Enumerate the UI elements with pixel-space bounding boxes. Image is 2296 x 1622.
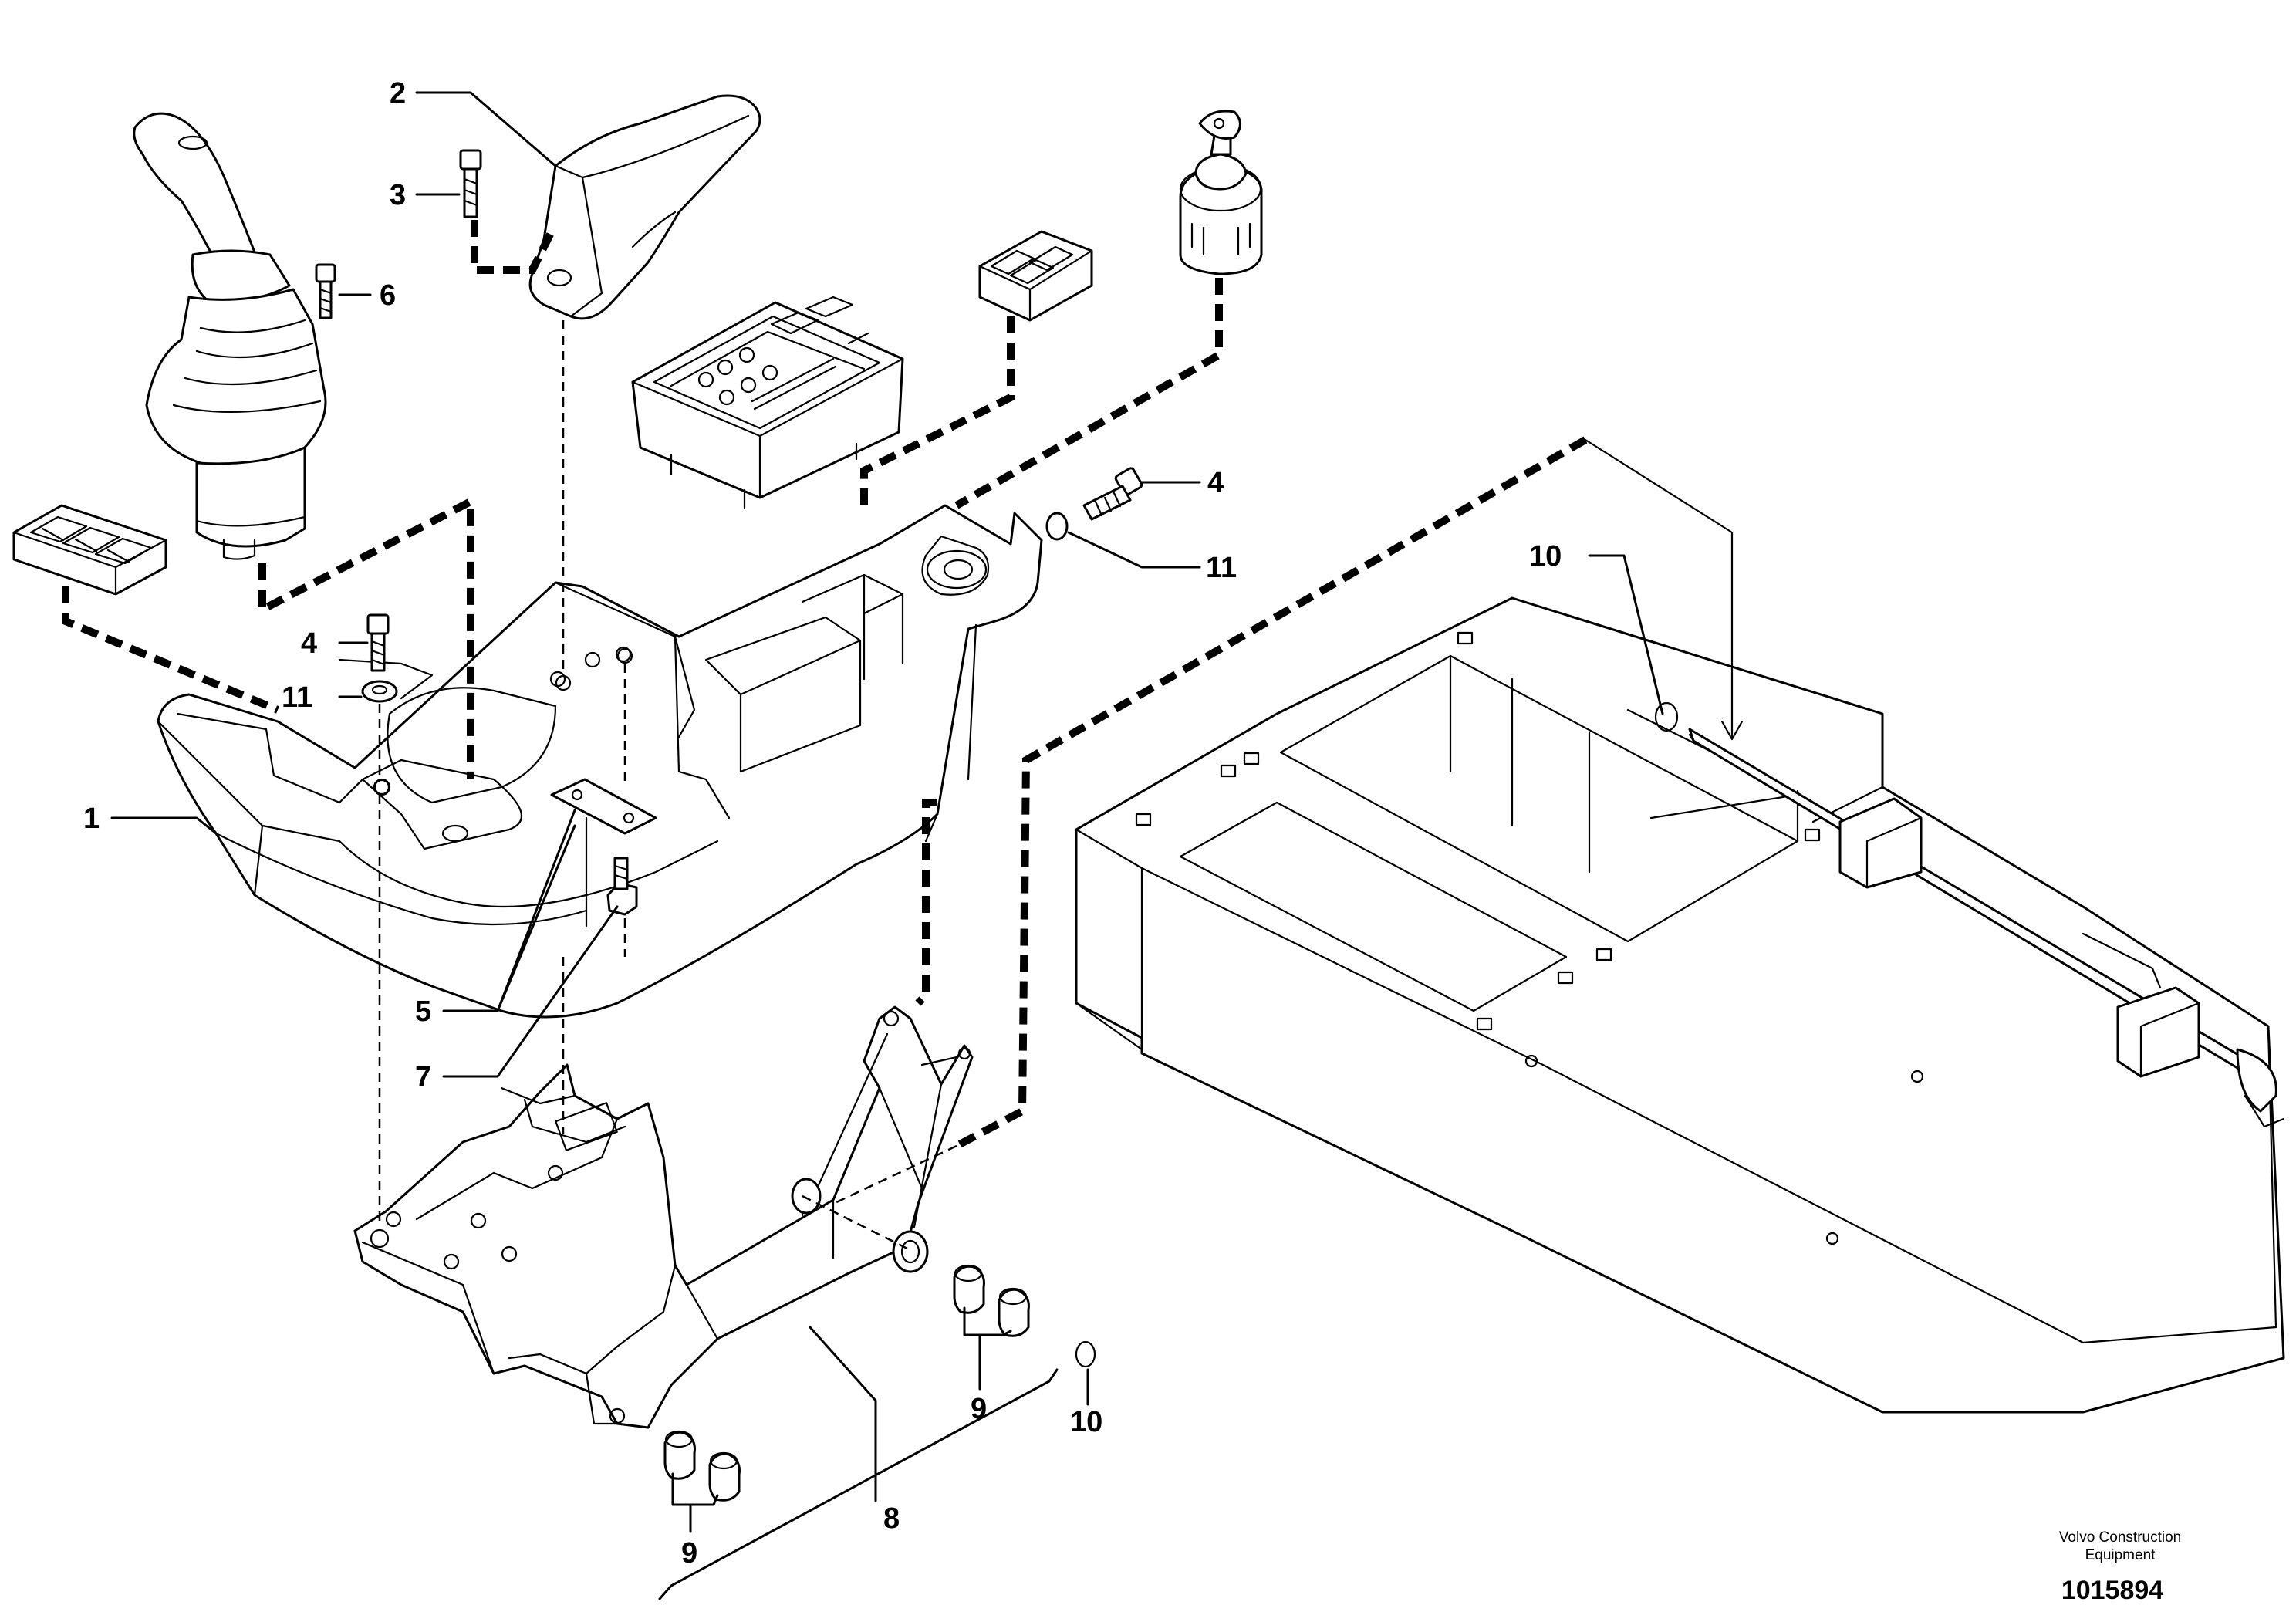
console-base-bracket (353, 1005, 974, 1429)
leader-2 (415, 91, 557, 167)
document-number: 1015894 (2061, 1576, 2163, 1605)
bolt-6 (315, 263, 336, 319)
bolt-3 (459, 149, 482, 218)
console-housing (157, 504, 1043, 1019)
callout-4-left: 4 (301, 627, 317, 660)
callout-8: 8 (883, 1502, 900, 1535)
bolt-7 (606, 857, 638, 916)
callout-10-lower: 10 (1070, 1406, 1102, 1438)
armrest-handle (528, 94, 761, 320)
circlip-on-shaft (1654, 701, 1679, 732)
callout-9-upper: 9 (971, 1393, 987, 1425)
callout-1: 1 (83, 803, 100, 835)
shaft-guide-arrow (1720, 720, 1744, 741)
console-hole-left (373, 778, 391, 796)
callout-3: 3 (390, 179, 406, 211)
callout-9-lower: 9 (681, 1537, 697, 1570)
cab-floor-frame (1075, 596, 2285, 1414)
left-switch-panel (12, 504, 167, 596)
callout-11-left: 11 (282, 681, 312, 714)
callout-5: 5 (415, 995, 431, 1028)
callout-4-upper: 4 (1207, 467, 1224, 499)
leader-10a (1588, 554, 1664, 715)
callout-7: 7 (415, 1061, 431, 1093)
washer-11-left (361, 680, 398, 703)
bushings-9-upper (953, 1264, 1030, 1337)
callout-10-upper: 10 (1529, 540, 1562, 573)
leader-7 (442, 905, 619, 1078)
bolt-4-upper (1082, 467, 1143, 521)
mounting-plate-5 (550, 778, 657, 835)
callout-2: 2 (390, 77, 406, 110)
console-hole-right (616, 647, 633, 664)
assembly-lines-heavy (62, 220, 1588, 1150)
bushings-9-lower (663, 1430, 741, 1502)
circlip-10-lower (1075, 1340, 1096, 1368)
callout-11-upper: 11 (1206, 552, 1237, 584)
leader-8 (809, 1326, 877, 1502)
bolt-4-left (366, 613, 390, 672)
shaft-guide-line (1584, 438, 1734, 738)
joystick-lever (133, 112, 327, 560)
console-hole-center (555, 674, 572, 691)
leader-9b (671, 1472, 719, 1533)
callout-leaders (110, 91, 1664, 1600)
leader-5 (442, 809, 576, 1012)
leader-9a (963, 1306, 1012, 1391)
leader-1 (110, 816, 218, 835)
credit-line-2: Equipment (2085, 1547, 2156, 1563)
assembly-lines-thin (378, 320, 957, 1252)
pivot-shaft (1688, 728, 2285, 1128)
instrument-display-unit (631, 296, 904, 509)
leader-11a (1067, 531, 1201, 569)
callout-6: 6 (380, 279, 396, 312)
credit-line-1: Volvo Construction (2059, 1529, 2181, 1546)
ignition-key-switch (1179, 110, 1263, 275)
leader-8-bracket (658, 1368, 1059, 1600)
right-switch-panel (978, 230, 1093, 322)
washer-11-upper (1045, 512, 1069, 541)
